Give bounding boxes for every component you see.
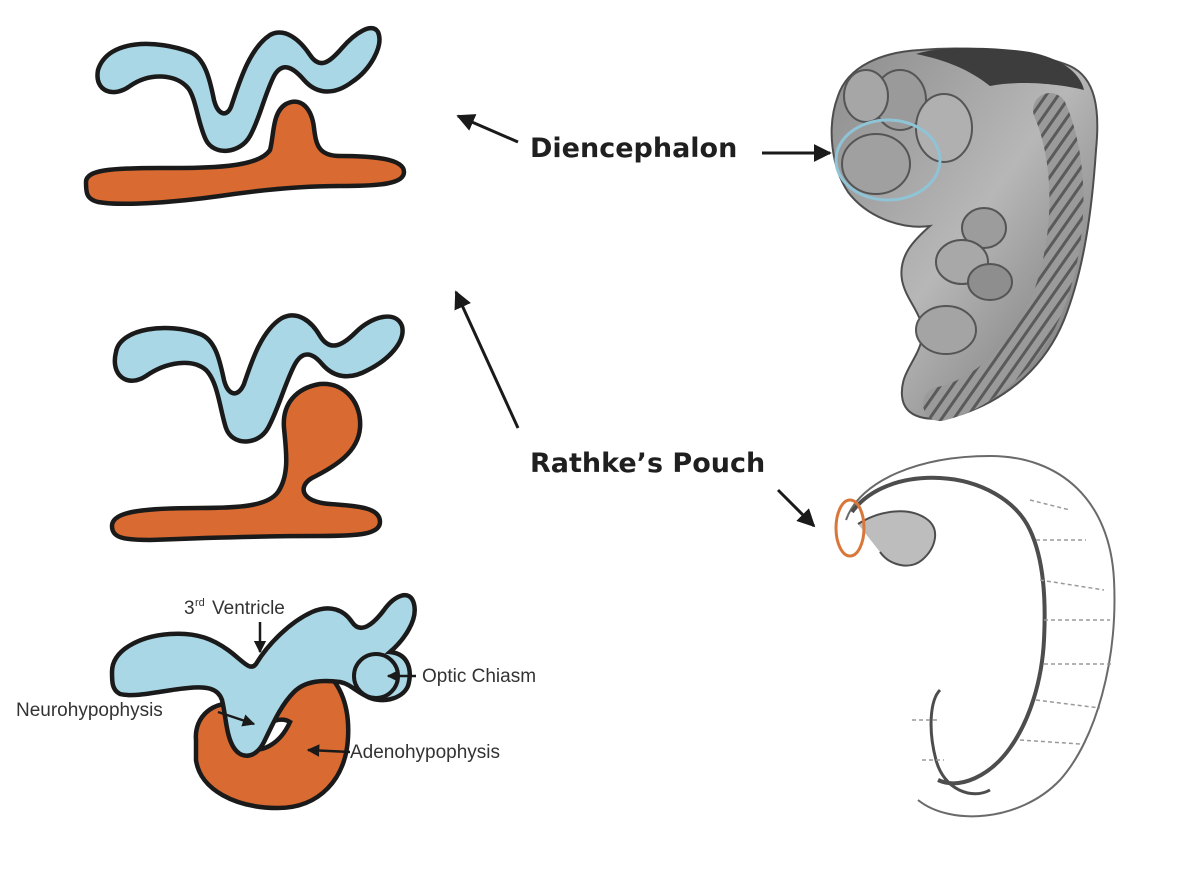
- rathkes-pouch-to-stage-1-arrow: [454, 290, 520, 429]
- rathkes-pouch-to-sagittal-arrow: [776, 488, 816, 528]
- rathkes-pouch-highlight-circle: [834, 498, 866, 558]
- embryo-illustration: [830, 47, 1099, 421]
- third-ventricle-label: 3 rd Ventricle: [184, 597, 285, 619]
- sagittal-section-illustration: [834, 454, 1116, 818]
- neurohypophysis-arrow: [217, 710, 256, 727]
- third-ventricle-word: Ventricle: [212, 598, 285, 619]
- stage-1-diagram: [83, 25, 407, 207]
- stage-1-oral-ectoderm: [83, 99, 407, 207]
- stage-2-diagram: [109, 313, 405, 543]
- optic-chiasm-label: Optic Chiasm: [422, 666, 536, 687]
- diencephalon-label: Diencephalon: [530, 133, 737, 164]
- adenohypophysis-arrow: [306, 744, 351, 757]
- rathkes-pouch-label: Rathke’s Pouch: [530, 448, 765, 479]
- stage-1-neural-tissue: [95, 25, 382, 154]
- stage-3-neural-tissue: [109, 592, 417, 758]
- adenohypophysis-label: Adenohypophysis: [350, 742, 500, 763]
- stage-2-oral-ectoderm: [109, 381, 383, 543]
- stage-2-neural-tissue: [112, 313, 405, 444]
- diencephalon-to-stage-1-arrow: [456, 114, 519, 144]
- diencephalon-highlight-circle: [834, 118, 942, 202]
- third-ventricle-number: 3: [184, 598, 195, 619]
- neurohypophysis-label: Neurohypophysis: [16, 700, 163, 721]
- third-ventricle-superscript: rd: [195, 597, 205, 609]
- stage-3-diagram: [109, 592, 417, 811]
